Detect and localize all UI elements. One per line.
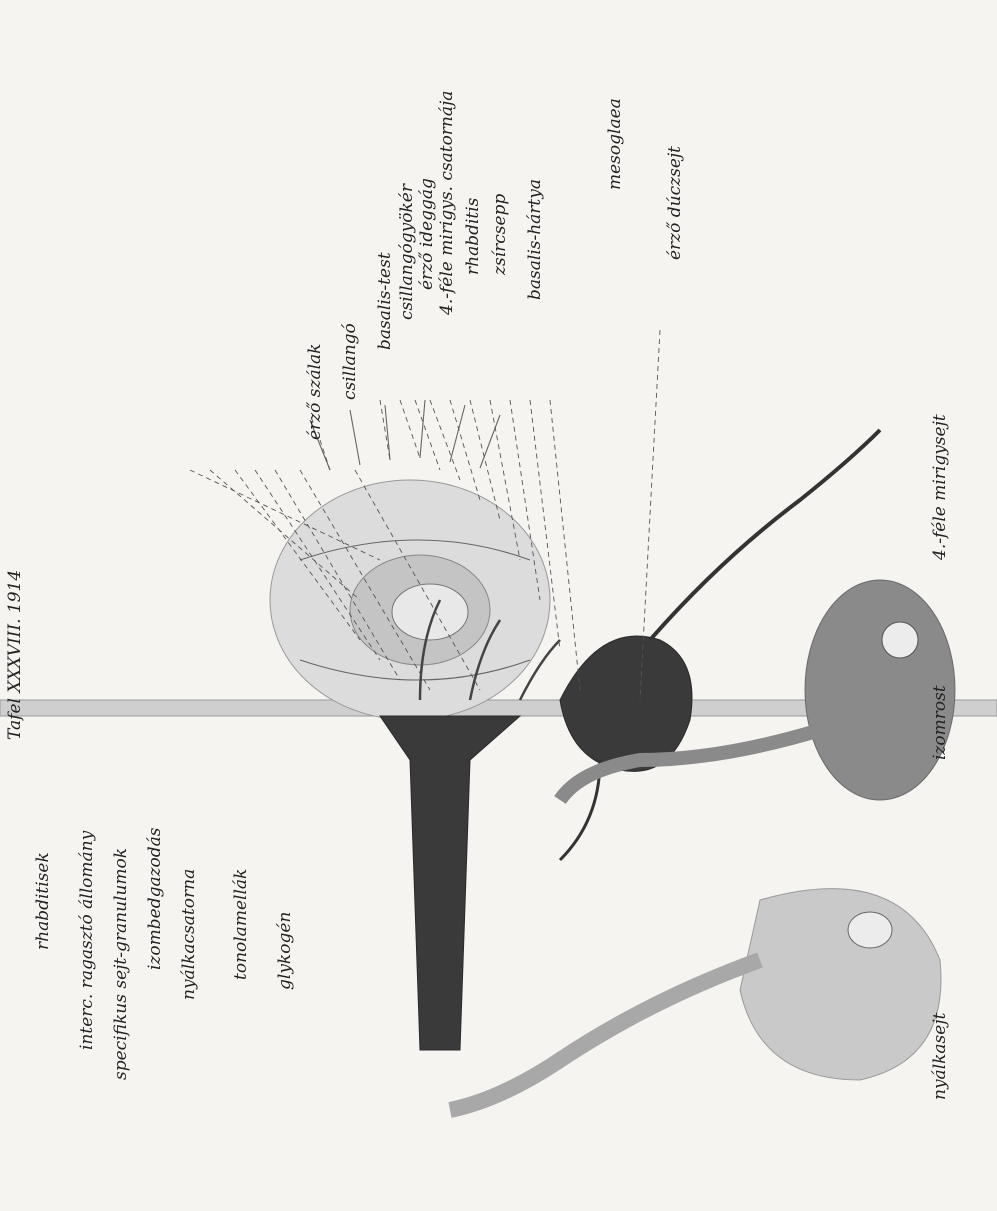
label-basalis-test: basalis-test — [375, 252, 395, 350]
label-interc-ragaszto: interc. ragasztó állomány — [77, 830, 97, 1050]
muscle-fibre — [380, 716, 520, 1050]
label-4fele-csatornaja: 4.-féle mirigys. csatornája — [437, 91, 457, 316]
label-csillangogyoker: csillangógyökér — [397, 183, 417, 320]
label-basalis-hartya: basalis-hártya — [525, 179, 545, 300]
label-4fele-mirigysejt: 4.-féle mirigysejt — [930, 414, 950, 561]
label-glykogen: glykogén — [275, 912, 295, 990]
label-nyalkacsatorna: nyálkacsatorna — [179, 869, 199, 1000]
label-erzo-szalak: érző szálak — [305, 344, 325, 440]
label-nyalkasejt: nyálkasejt — [930, 1012, 950, 1100]
label-specifikus-granulumok: specifikus sejt-granulumok — [111, 848, 131, 1080]
label-zsircsepp: zsírcsepp — [490, 194, 510, 276]
label-mesoglaea: mesoglaea — [605, 98, 625, 190]
label-rhabditisek: rhabditisek — [33, 852, 53, 950]
label-plate-header: Tafel XXXVIII. 1914 — [5, 570, 25, 740]
epithelial-cell — [270, 400, 550, 720]
label-tonolamellak: tonolamellák — [231, 869, 251, 980]
label-erzo-ideggag: érző ideggág — [417, 178, 437, 290]
label-erzo-duczsejt: érző dúczsejt — [665, 146, 685, 260]
label-izombedgazodas: izombedgazodás — [145, 827, 165, 970]
label-rhabditis: rhabditis — [463, 197, 483, 275]
label-izomrost: izomrost — [930, 685, 950, 760]
mucous-cell — [450, 889, 941, 1110]
label-csillango: csillangó — [340, 323, 360, 400]
